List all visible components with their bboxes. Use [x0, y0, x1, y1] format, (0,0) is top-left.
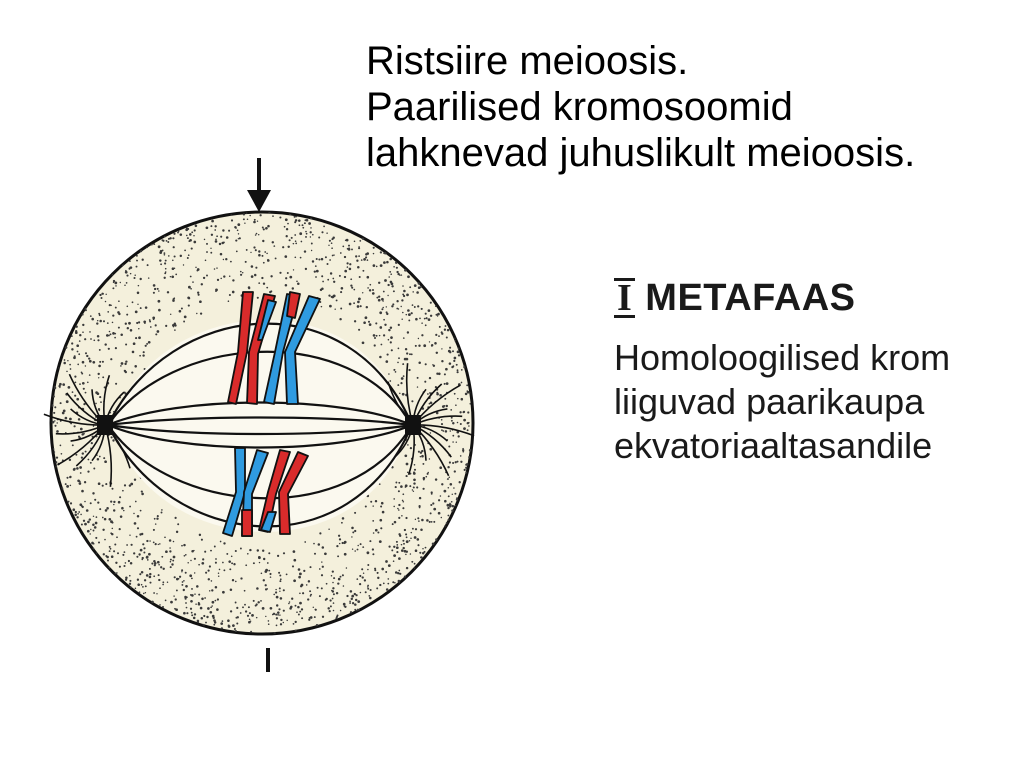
title-line-1: Ristsiire meioosis. — [366, 39, 689, 83]
top-arrow-icon — [247, 158, 271, 212]
stage-description-line-3: ekvatoriaaltasandile — [614, 425, 933, 466]
right-centrosome — [405, 415, 421, 435]
stage-description: Homoloogilised krom liiguvad paarikaupa … — [614, 336, 1024, 468]
lower-maternal-chromosome — [258, 449, 309, 535]
slide-title: Ristsiire meioosis. Paarilised kromosoom… — [366, 38, 915, 176]
stage-description-line-2: liiguvad paarikaupa — [614, 381, 925, 422]
title-line-2: Paarilised kromosoomid — [366, 85, 793, 129]
lower-chromosome-pair — [222, 447, 309, 537]
lower-paternal-chromosome — [222, 447, 269, 537]
cytoplasm-stipple — [51, 212, 472, 634]
stage-heading-text: METAFAAS — [645, 277, 856, 319]
stage-description-line-1: Homoloogilised krom — [614, 337, 951, 378]
spindle-region — [112, 319, 410, 532]
left-centrosome — [97, 415, 113, 435]
upper-paternal-chromosome — [263, 291, 321, 405]
stage-numeral: I — [614, 278, 636, 318]
title-line-3: lahknevad juhuslikult meioosis. — [366, 131, 916, 175]
upper-maternal-chromosome — [227, 291, 277, 405]
upper-chromosome-pair — [227, 291, 321, 405]
